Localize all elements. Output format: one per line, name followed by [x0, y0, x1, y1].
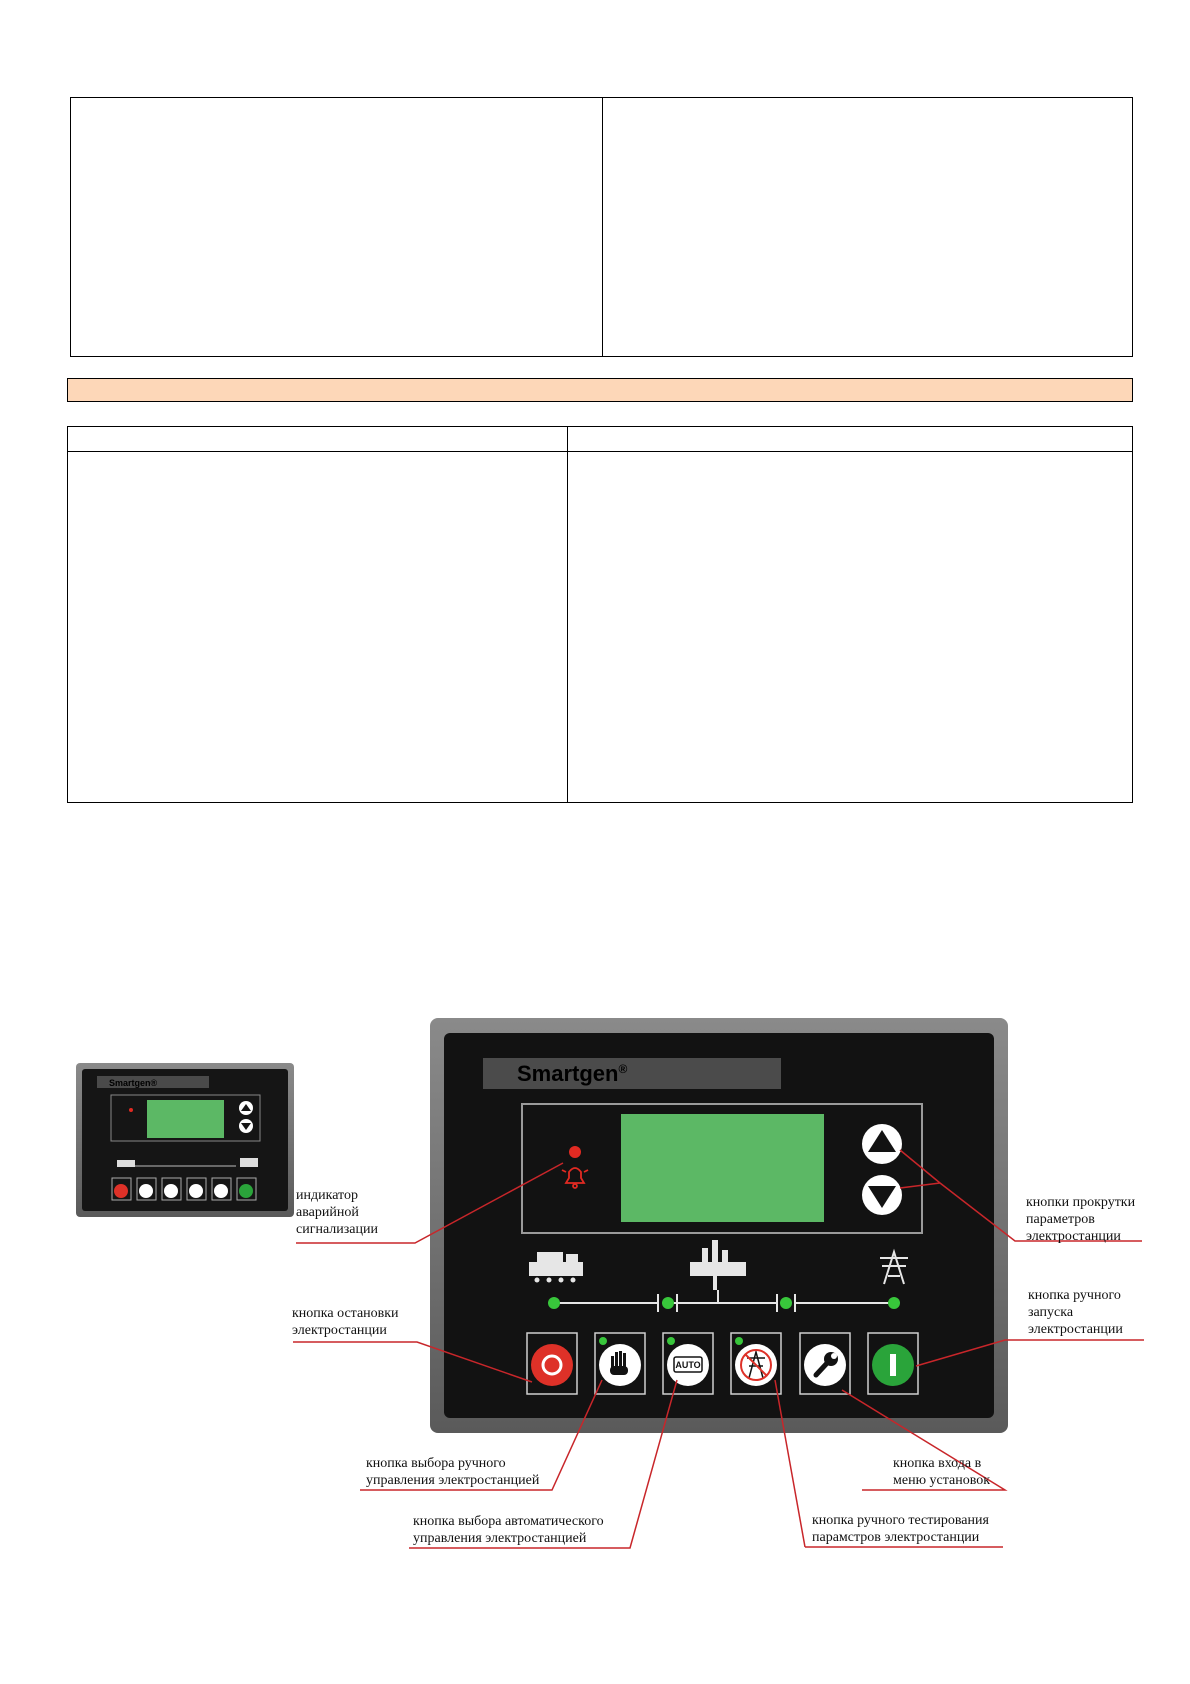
callout-manual-mode: кнопка выбора ручного управления электро… — [366, 1456, 540, 1488]
controller-main: Smartgen® — [430, 1018, 1008, 1433]
callout-lines — [293, 1149, 1144, 1549]
scroll-down-button[interactable] — [862, 1175, 902, 1215]
test-button[interactable] — [730, 1332, 782, 1395]
mains-led — [888, 1297, 900, 1309]
top-table-divider — [602, 98, 603, 356]
section-header-bar — [67, 378, 1133, 402]
top-table — [70, 97, 1133, 357]
brand-mark: ® — [618, 1062, 627, 1076]
callout-scroll-buttons: кнопки прокрутки параметров электростанц… — [1026, 1195, 1136, 1244]
load-icon — [690, 1240, 746, 1290]
middle-table — [67, 426, 1133, 803]
middle-table-header-line — [68, 451, 1132, 452]
gen-breaker-led — [662, 1297, 674, 1309]
generator-icon — [529, 1252, 583, 1283]
callout-alarm-indicator: индикатор аварийной сигнализации — [296, 1188, 378, 1237]
callout-test-button: кнопка ручного тестирования парамстров э… — [812, 1513, 989, 1545]
manual-mode-button[interactable] — [594, 1332, 646, 1395]
start-button[interactable] — [867, 1332, 919, 1395]
hand-icon — [610, 1351, 628, 1375]
callout-start-button: кнопка ручного запуска электростанции — [1028, 1288, 1123, 1337]
brand-name: Smartgen — [517, 1061, 618, 1086]
callout-stop-button: кнопка остановки электростанции — [292, 1306, 399, 1338]
middle-table-divider — [567, 427, 568, 802]
settings-menu-button[interactable] — [799, 1332, 851, 1395]
thumbnail-brand: Smartgen® — [109, 1078, 158, 1088]
mains-breaker-led — [780, 1297, 792, 1309]
callout-menu-button: кнопка входа в меню установок — [893, 1456, 991, 1488]
stop-button[interactable] — [526, 1332, 578, 1395]
auto-label: AUTO — [675, 1360, 700, 1370]
controller-thumbnail: Smartgen® — [76, 1063, 294, 1217]
svg-text:Smartgen®: Smartgen® — [517, 1061, 627, 1086]
mains-tower-icon — [880, 1248, 908, 1285]
auto-mode-button[interactable]: AUTO — [662, 1332, 714, 1395]
wrench-icon — [813, 1352, 838, 1378]
alarm-led — [569, 1146, 581, 1158]
callout-auto-mode: кнопка выбора автоматического управления… — [413, 1514, 604, 1546]
brand-plate — [483, 1058, 781, 1089]
lcd-screen — [621, 1114, 824, 1222]
scroll-up-button[interactable] — [862, 1124, 902, 1164]
alarm-bell-icon — [561, 1167, 589, 1189]
generator-led — [548, 1297, 560, 1309]
